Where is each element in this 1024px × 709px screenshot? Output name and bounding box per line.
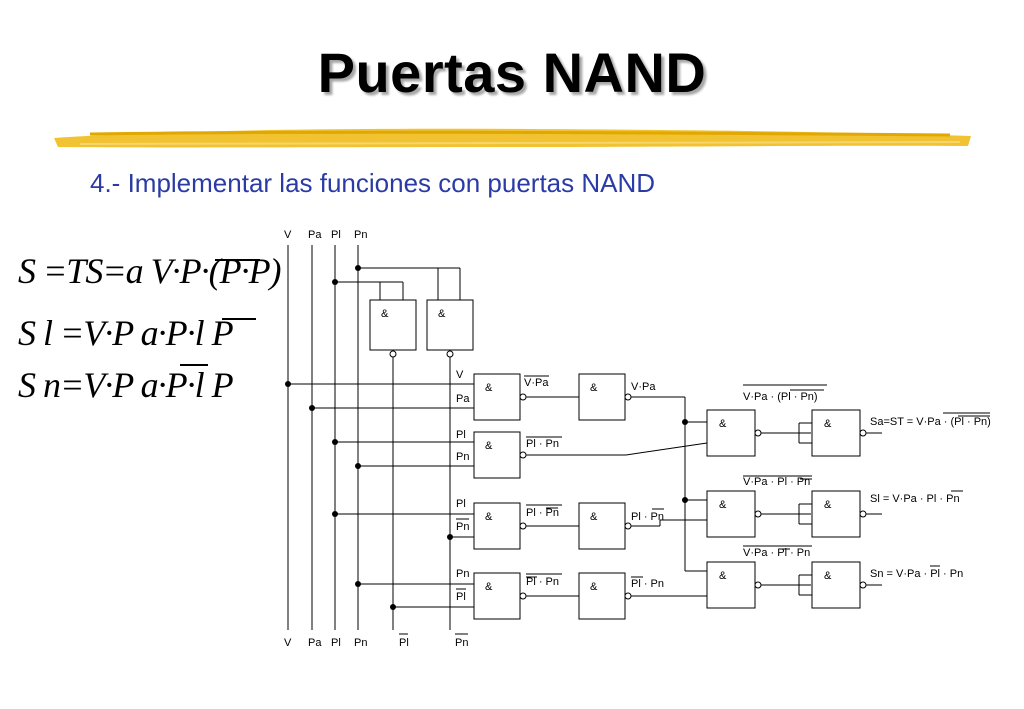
- nand-gate: [811, 409, 861, 457]
- gate-symbol: &: [485, 511, 493, 523]
- gate-input-label: Pl: [456, 498, 466, 510]
- equation-sl: S l =V·P a·P·l P: [18, 313, 234, 353]
- wire-label: Pl · Pn: [631, 578, 664, 590]
- equation-overline: [180, 364, 208, 366]
- nand-gate: [578, 572, 626, 620]
- gate-symbol: &: [438, 308, 446, 320]
- gate-symbol: &: [485, 581, 493, 593]
- inverter-bubble: [754, 429, 762, 437]
- inverter-bubble: [519, 451, 527, 459]
- bottom-input-label: Pl: [331, 637, 341, 649]
- gate-symbol: &: [824, 499, 832, 511]
- bottom-input-label: Pa: [308, 637, 322, 649]
- inverter-bubble: [519, 522, 527, 530]
- wire-label: V·Pa: [524, 377, 549, 389]
- top-input-label: Pl: [331, 229, 341, 241]
- inverter-bubble: [859, 581, 867, 589]
- intermediate-label: V·Pa · Pl · Pn: [743, 476, 810, 488]
- equation-sn: S n=V·P a·P·l P: [18, 365, 234, 405]
- equation-overline: [215, 259, 260, 261]
- inverter-bubble: [624, 592, 632, 600]
- brush-underline: [54, 128, 971, 148]
- inverter-bubble: [754, 581, 762, 589]
- nand-gate: [706, 490, 756, 538]
- nand-gate: [473, 431, 521, 479]
- wire-label: Pl · Pn: [526, 576, 559, 588]
- inverter-bubble: [624, 522, 632, 530]
- nand-gate: [369, 299, 417, 351]
- nand-gate: [811, 490, 861, 538]
- gate-input-label: V: [456, 369, 464, 381]
- inverter-bubble: [519, 592, 527, 600]
- nand-gate: [426, 299, 474, 351]
- slide-subtitle: 4.- Implementar las funciones con puerta…: [90, 168, 656, 198]
- nand-gate: [473, 373, 521, 421]
- intermediate-label: V·Pa · Pl · Pn: [743, 547, 810, 559]
- equation-s: S =TS=a V·P·(P·P): [18, 251, 282, 291]
- wire: [625, 442, 708, 456]
- intermediate-label: V·Pa · (Pl · Pn): [743, 391, 818, 403]
- output-label: Sn = V·Pa · Pl · Pn: [870, 568, 963, 580]
- gate-input-label: Pn: [456, 568, 469, 580]
- gate-symbol: &: [719, 499, 727, 511]
- nand-gate: [473, 572, 521, 620]
- wire-label: V·Pa: [631, 381, 656, 393]
- inverter-bubble: [389, 350, 397, 358]
- gate-symbol: &: [485, 382, 493, 394]
- gate-input-label: Pn: [456, 451, 469, 463]
- gate-symbol: &: [590, 382, 598, 394]
- bottom-input-label: Pn: [455, 637, 468, 649]
- gate-symbol: &: [590, 511, 598, 523]
- inverter-bubble: [859, 510, 867, 518]
- gate-symbol: &: [824, 418, 832, 430]
- nand-gate: [706, 561, 756, 609]
- gate-input-label: Pl: [456, 591, 466, 603]
- gate-symbol: &: [381, 308, 389, 320]
- nand-gate: [578, 502, 626, 550]
- bottom-input-label: V: [284, 637, 292, 649]
- gate-symbol: &: [485, 440, 493, 452]
- nand-gate: [578, 373, 626, 421]
- nand-gate: [811, 561, 861, 609]
- gate-symbol: &: [590, 581, 598, 593]
- bottom-input-label: Pl: [399, 637, 409, 649]
- wire-label: Pl · Pn: [526, 438, 559, 450]
- gate-symbol: &: [824, 570, 832, 582]
- nand-gate: [473, 502, 521, 550]
- top-input-label: V: [284, 229, 292, 241]
- inverter-bubble: [624, 393, 632, 401]
- slide-title: Puertas NAND: [317, 41, 707, 104]
- wire-label: Pl · Pn: [526, 507, 559, 519]
- gate-symbol: &: [719, 570, 727, 582]
- top-input-label: Pa: [308, 229, 322, 241]
- output-label: Sa=ST = V·Pa · (Pl · Pn): [870, 416, 991, 428]
- bottom-input-label: Pn: [354, 637, 367, 649]
- gate-input-label: Pa: [456, 393, 470, 405]
- gate-input-label: Pl: [456, 429, 466, 441]
- wire-label: Pl · Pn: [631, 511, 664, 523]
- inverter-bubble: [519, 393, 527, 401]
- gate-input-label: Pn: [456, 521, 469, 533]
- gate-symbol: &: [719, 418, 727, 430]
- inverter-bubble: [446, 350, 454, 358]
- nand-gate: [706, 409, 756, 457]
- top-input-label: Pn: [354, 229, 367, 241]
- output-label: Sl = V·Pa · Pl · Pn: [870, 493, 960, 505]
- inverter-bubble: [754, 510, 762, 518]
- inverter-bubble: [859, 429, 867, 437]
- equation-overline: [222, 318, 256, 320]
